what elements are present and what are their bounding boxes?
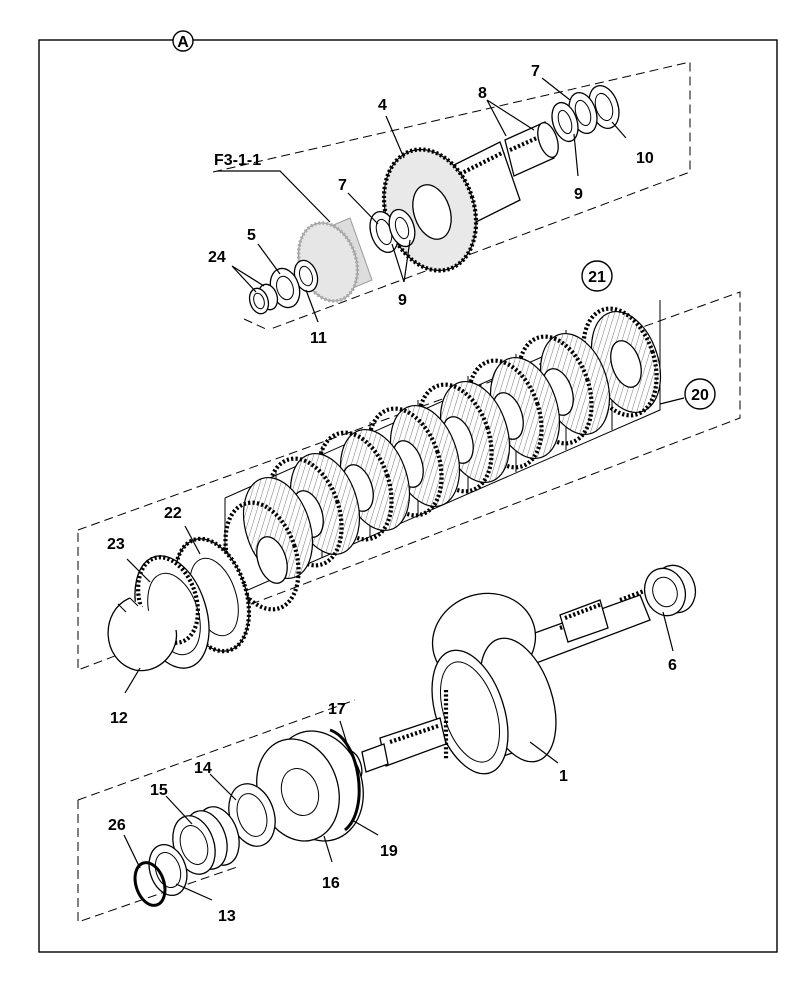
label-f3-1-1: F3-1-1 [214, 152, 261, 169]
callout-4: 4 [378, 97, 387, 114]
callout-19: 19 [380, 843, 398, 860]
thrust-washer-9-left [388, 208, 416, 248]
callout-12: 12 [110, 710, 128, 727]
callout-15: 15 [150, 782, 168, 799]
callout-22: 22 [164, 505, 182, 522]
snap-rings-24 [248, 283, 279, 315]
diagram-frame [38, 39, 778, 953]
piston-group-outline [77, 699, 356, 923]
needle-bearing-8 [504, 121, 559, 177]
callout-14: 14 [194, 760, 212, 777]
leader-20 [659, 397, 685, 405]
thrust-washer-9-right [551, 101, 579, 143]
callout-13: 13 [218, 908, 236, 925]
spring-seat-13 [148, 844, 188, 896]
piston-16 [256, 730, 364, 842]
view-marker-a: A [172, 30, 194, 52]
callout-9-right: 9 [574, 186, 583, 203]
bearing-6 [643, 564, 697, 617]
callout-6: 6 [668, 657, 677, 674]
callout-20: 20 [691, 387, 709, 404]
snap-ring-12 [107, 597, 178, 672]
callout-9-left: 9 [398, 292, 407, 309]
callout-11: 11 [310, 330, 327, 347]
callout-7-left: 7 [338, 177, 347, 194]
callout-26: 26 [108, 817, 126, 834]
clutch-drum-shaft-1 [361, 583, 661, 775]
leader-lines [123, 77, 674, 901]
callout-circle-21 [581, 260, 613, 292]
clutch-discs [223, 306, 662, 612]
drive-gear-4 [381, 141, 521, 273]
callout-23: 23 [107, 536, 125, 553]
callout-labels: F3-1-1 4 8 7 10 9 7 9 5 24 11 21 20 22 2… [107, 63, 709, 925]
callout-16: 16 [322, 875, 340, 892]
snap-ring-26 [133, 861, 167, 907]
upper-shaft-group-outline [212, 61, 691, 331]
callout-17: 17 [328, 701, 346, 718]
callout-7-right: 7 [531, 63, 540, 80]
callout-21: 21 [588, 269, 606, 286]
callout-circle-20 [684, 378, 716, 410]
spring-15 [172, 806, 240, 875]
callout-1: 1 [559, 768, 568, 785]
svg-text:A: A [177, 34, 189, 51]
callout-5: 5 [247, 227, 256, 244]
callout-10: 10 [636, 150, 654, 167]
callout-8: 8 [478, 85, 487, 102]
callout-24: 24 [208, 249, 226, 266]
seal-19 [329, 728, 361, 832]
